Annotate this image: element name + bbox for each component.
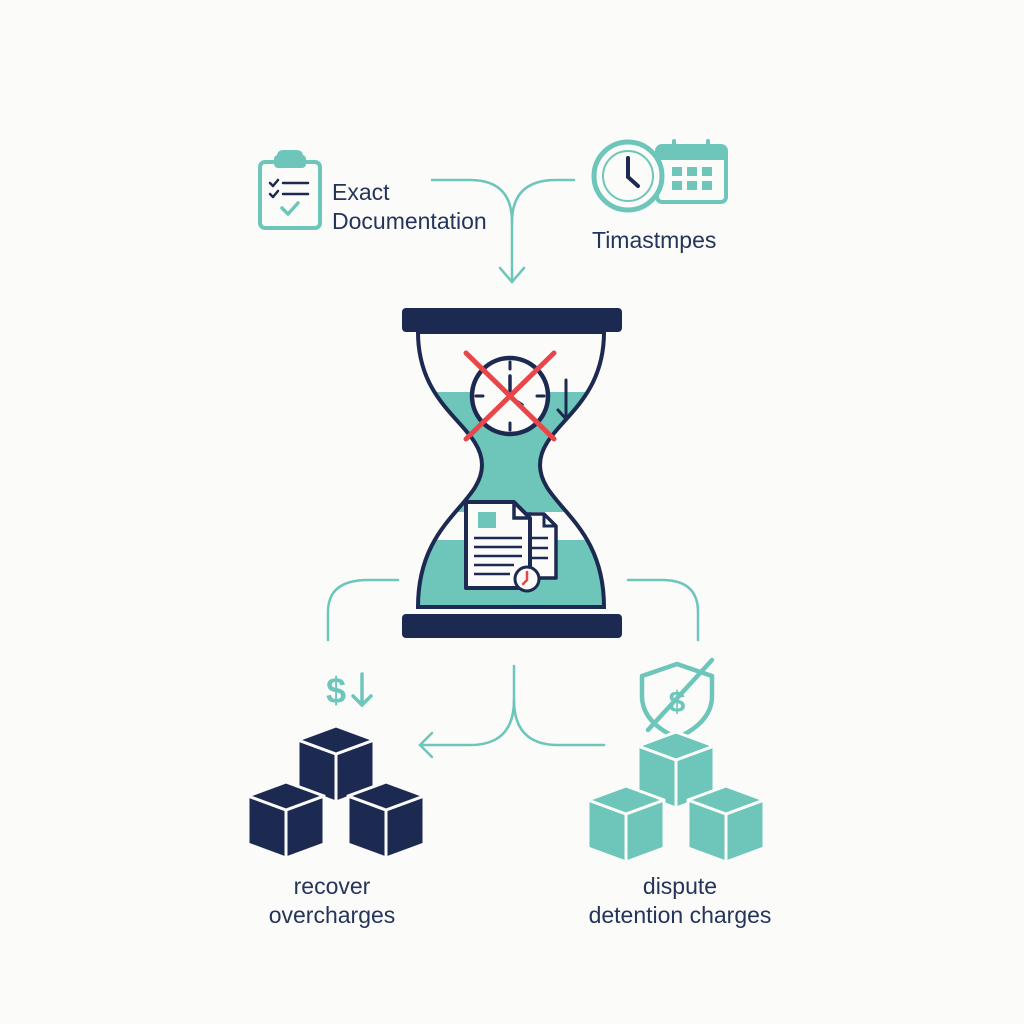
hourglass-bottom-cap <box>402 614 622 638</box>
connector-hourglass-to-recover <box>326 578 400 642</box>
documentation-label-line2: Documentation <box>332 208 487 234</box>
dollar-down-icon: $ <box>326 670 373 711</box>
crossed-out-clock-icon <box>463 350 576 442</box>
connector-lines <box>326 178 700 759</box>
cube-bottom-right <box>686 784 766 864</box>
documentation-label-line1: Exact <box>332 179 390 205</box>
documents-with-clock-icon <box>464 500 558 593</box>
cube-bottom-left <box>586 784 666 864</box>
clock-calendar-icon <box>591 139 728 213</box>
teal-cubes-icon <box>586 730 766 864</box>
connector-from-dispute-stack <box>512 698 606 747</box>
clipboard-checklist-icon <box>258 150 322 230</box>
connector-to-recover-stack <box>418 698 516 747</box>
recover-label-line1: recover <box>293 873 371 899</box>
dispute-label-line1: dispute <box>642 873 718 899</box>
recover-label-line2: overcharges <box>268 902 396 928</box>
cube-top <box>296 724 376 804</box>
dispute-label-line2: detention charges <box>588 902 772 928</box>
documentation-label: Exact Documentation <box>332 178 487 236</box>
arrowhead-left <box>418 731 434 759</box>
navy-cubes-icon <box>246 724 426 860</box>
connector-hourglass-to-dispute <box>626 578 700 642</box>
timestamps-label: Timastmpes <box>592 227 717 253</box>
cube-bottom-left <box>246 780 326 860</box>
shield-dollar-crossed-icon: $ <box>639 657 715 741</box>
arrowhead-down <box>498 266 526 284</box>
hourglass-top-cap <box>402 308 622 332</box>
connector-timestamps-to-merge <box>510 178 576 224</box>
arrow-down-icon <box>556 378 576 422</box>
recover-label: recover overcharges <box>232 872 432 930</box>
dispute-label: dispute detention charges <box>560 872 800 930</box>
cube-bottom-right <box>346 780 426 860</box>
svg-text:$: $ <box>326 670 346 711</box>
